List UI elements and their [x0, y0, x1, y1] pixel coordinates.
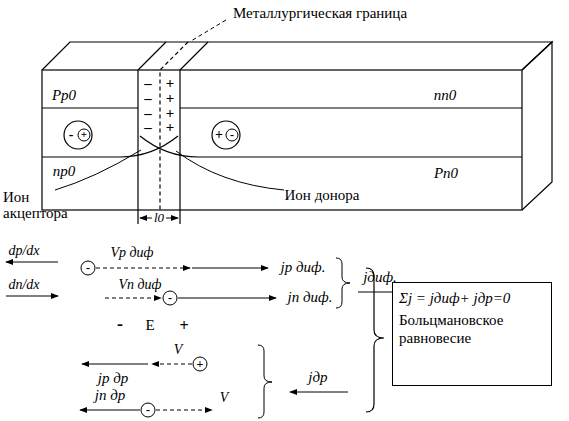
callout-label: Ион акцептора: [3, 190, 77, 222]
carrier-symbol: [141, 403, 155, 417]
callout-label: Металлургическая граница: [233, 6, 407, 22]
charge-sign: –: [144, 91, 152, 107]
velocity-arrow: [96, 268, 190, 269]
current-label: jn диф.: [288, 290, 333, 306]
carrier-symbol: [163, 291, 177, 305]
band-line: [140, 136, 522, 157]
field-sign: +: [179, 318, 188, 335]
leader-line: [176, 151, 284, 190]
crystal-front: [42, 70, 522, 210]
gradient-arrow: [6, 262, 58, 263]
charge-sign: +: [197, 358, 204, 371]
charge-sign: +: [166, 120, 175, 136]
concentration-label: np0: [53, 164, 76, 180]
charge-sign: -: [146, 404, 150, 417]
charge-sign: +: [166, 76, 175, 92]
donor-ion: [212, 121, 240, 149]
current-arrow: [178, 298, 276, 299]
gradient-label: dp/dx: [8, 244, 39, 259]
charge-sign: +: [81, 129, 87, 141]
current-arrow: [82, 364, 148, 365]
dimension-label: l0: [152, 211, 166, 225]
leader-line: [191, 20, 226, 41]
band-line: [42, 136, 178, 157]
crystal-side: [522, 42, 552, 210]
concentration-label: nn0: [434, 88, 457, 104]
field-label: E: [145, 318, 154, 334]
callout-label: Ион донора: [285, 188, 360, 204]
velocity-arrow: [152, 364, 192, 365]
velocity-arrow: [105, 298, 161, 299]
charge-sign: –: [144, 76, 152, 92]
equation-box: Σj = jдиф+ jдр=0Больцмановское равновеси…: [392, 282, 552, 386]
charge-sign: -: [168, 292, 172, 305]
charge-sign: -: [230, 129, 234, 142]
charge-sign: +: [215, 128, 223, 143]
field-sign: -: [117, 315, 123, 334]
brace: [366, 268, 384, 412]
concentration-label: Pp0: [52, 88, 76, 104]
acceptor-ion: [64, 121, 92, 149]
brace: [258, 345, 272, 418]
charge-sign: +: [166, 91, 175, 107]
velocity-label: Vn диф: [118, 278, 161, 293]
velocity-label: Vp диф: [110, 246, 153, 261]
metallurgical-boundary: [160, 42, 188, 210]
current-label: jp диф.: [281, 260, 326, 276]
velocity-label: V: [174, 343, 183, 358]
charge-sign: -: [69, 128, 74, 143]
gradient-label: dn/dx: [8, 278, 39, 293]
electron-symbol: [226, 129, 238, 141]
current-arrow: [80, 410, 140, 411]
current-arrow: [192, 268, 268, 269]
gradient-arrow: [6, 296, 58, 297]
carrier-symbol: [81, 261, 95, 275]
caption-text: Больцмановское равновесие: [399, 311, 545, 347]
hole-symbol: [78, 129, 90, 141]
crystal-top: [42, 42, 552, 70]
charge-sign: –: [144, 120, 152, 136]
current-label: jp др: [98, 371, 129, 387]
brace: [336, 258, 350, 308]
velocity-arrow: [156, 410, 212, 411]
band-line: [42, 107, 522, 108]
velocity-label: V: [220, 391, 229, 406]
current-arrow: [290, 392, 348, 393]
current-label: jдр: [308, 370, 327, 386]
depletion-bounds: [138, 42, 208, 224]
carrier-symbol: [193, 357, 207, 371]
charge-sign: -: [86, 262, 90, 275]
current-label: jn др: [95, 388, 126, 404]
equation-text: Σj = jдиф+ jдр=0: [399, 289, 545, 307]
concentration-label: Pn0: [434, 166, 458, 182]
